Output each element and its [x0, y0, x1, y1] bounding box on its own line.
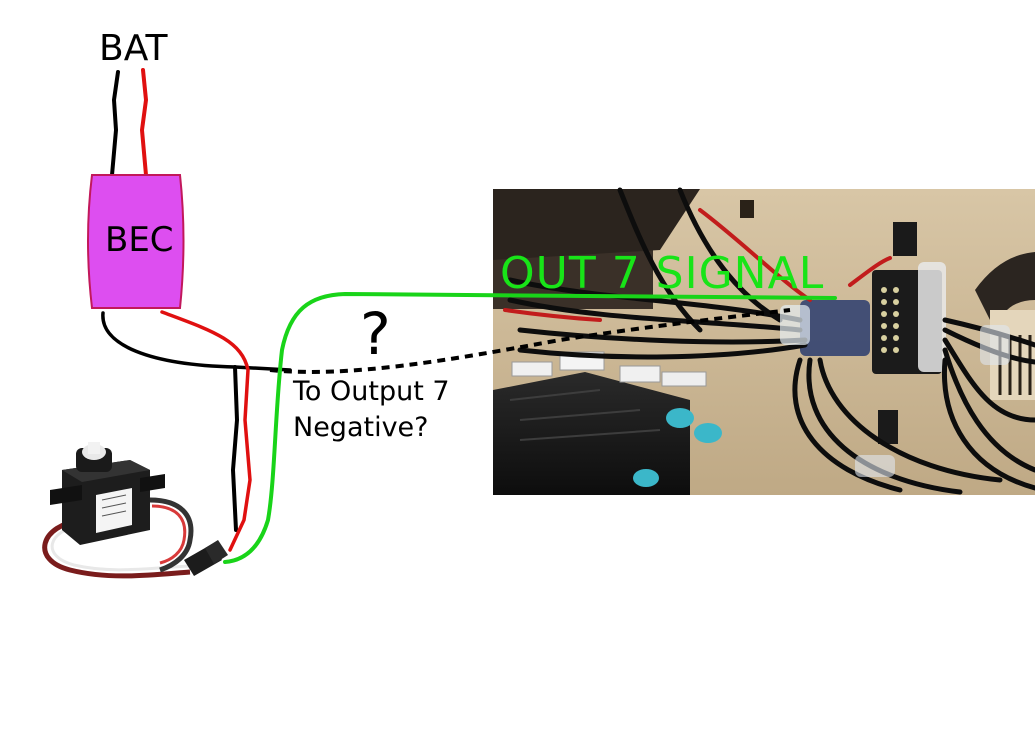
servo-connector	[184, 540, 228, 576]
bec-label: BEC	[105, 220, 174, 260]
output-note-line1: To Output 7	[293, 376, 450, 407]
bec-output-wires	[101, 310, 292, 552]
output-note-line2: Negative?	[293, 412, 429, 443]
output-note: To Output 7 Negative?	[293, 374, 513, 446]
servo-motor-icon	[42, 442, 194, 579]
signal-label: OUT 7 SIGNAL	[500, 248, 825, 299]
battery-label: BAT	[99, 28, 168, 69]
battery-wires	[110, 68, 149, 177]
questioned-negative-wire	[269, 308, 791, 374]
signal-wire	[223, 291, 837, 564]
bec-module	[87, 174, 185, 309]
flight-controller-photo	[493, 187, 1035, 495]
question-mark: ?	[360, 300, 391, 368]
